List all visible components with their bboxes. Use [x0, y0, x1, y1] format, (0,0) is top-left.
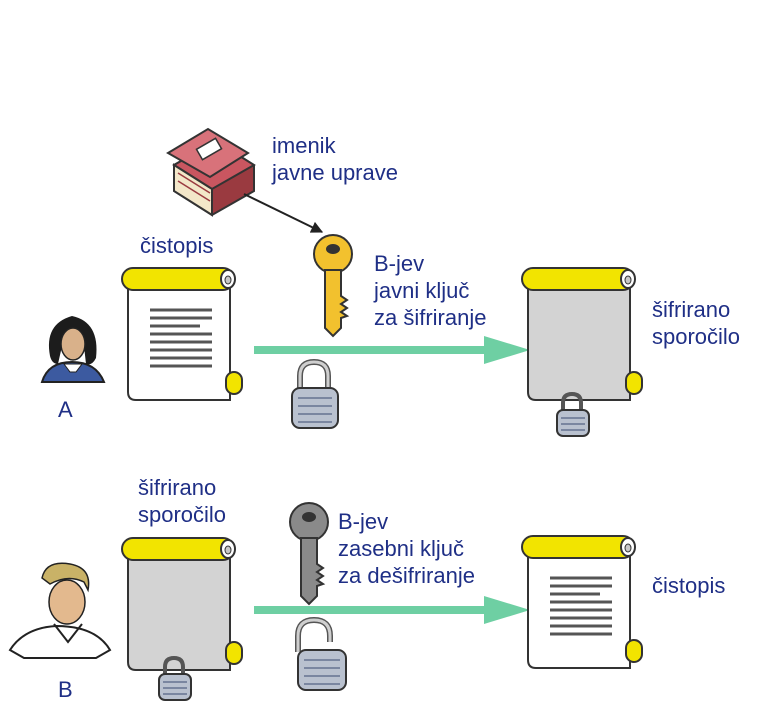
private-key-label-line-2: zasebni ključ — [338, 536, 464, 561]
directory-label: imenik javne uprave — [272, 132, 398, 186]
person-a-icon — [40, 316, 106, 383]
plaintext-output-scroll-icon — [521, 535, 643, 669]
private-key-label-line-3: za dešifriranje — [338, 563, 475, 588]
ciphertext-label-line-2: sporočilo — [138, 502, 227, 527]
plaintext-output-label: čistopis — [652, 573, 726, 598]
person-b-icon — [8, 562, 112, 659]
private-key-label-line-1: B-jev — [338, 509, 389, 534]
public-key-label-line-2: javni ključ — [374, 278, 470, 303]
top-encryption-arrow — [254, 336, 530, 364]
encrypted-message-label-line-2: sporočilo — [652, 324, 741, 349]
ciphertext-label-line-1: šifrirano — [138, 475, 217, 500]
public-key-label: B-jev javni ključ za šifriranje — [374, 250, 486, 331]
public-key-icon — [313, 234, 353, 337]
private-key-icon — [289, 502, 329, 605]
encrypted-scroll-icon — [521, 267, 643, 401]
directory-book-icon — [166, 127, 256, 217]
bottom-decryption-arrow — [254, 596, 530, 624]
public-key-label-line-1: B-jev — [374, 251, 425, 276]
encrypted-message-label-line-1: šifrirano — [652, 297, 731, 322]
encrypted-message-label: šifrirano sporočilo — [652, 296, 740, 350]
plaintext-scroll-icon — [121, 267, 243, 401]
closed-padlock-icon — [292, 362, 338, 428]
directory-label-line-2: javne uprave — [272, 160, 398, 185]
plaintext-label: čistopis — [140, 233, 214, 258]
open-padlock-icon — [295, 616, 347, 691]
encrypted-input-scroll-icon — [121, 537, 243, 671]
person-a-label: A — [58, 397, 73, 422]
private-key-label: B-jev zasebni ključ za dešifriranje — [338, 508, 475, 589]
directory-label-line-1: imenik — [272, 133, 336, 158]
directory-to-key-arrow — [243, 193, 324, 233]
public-key-label-line-3: za šifriranje — [374, 305, 487, 330]
person-b-label: B — [58, 677, 73, 702]
ciphertext-label: šifrirano sporočilo — [138, 474, 226, 528]
